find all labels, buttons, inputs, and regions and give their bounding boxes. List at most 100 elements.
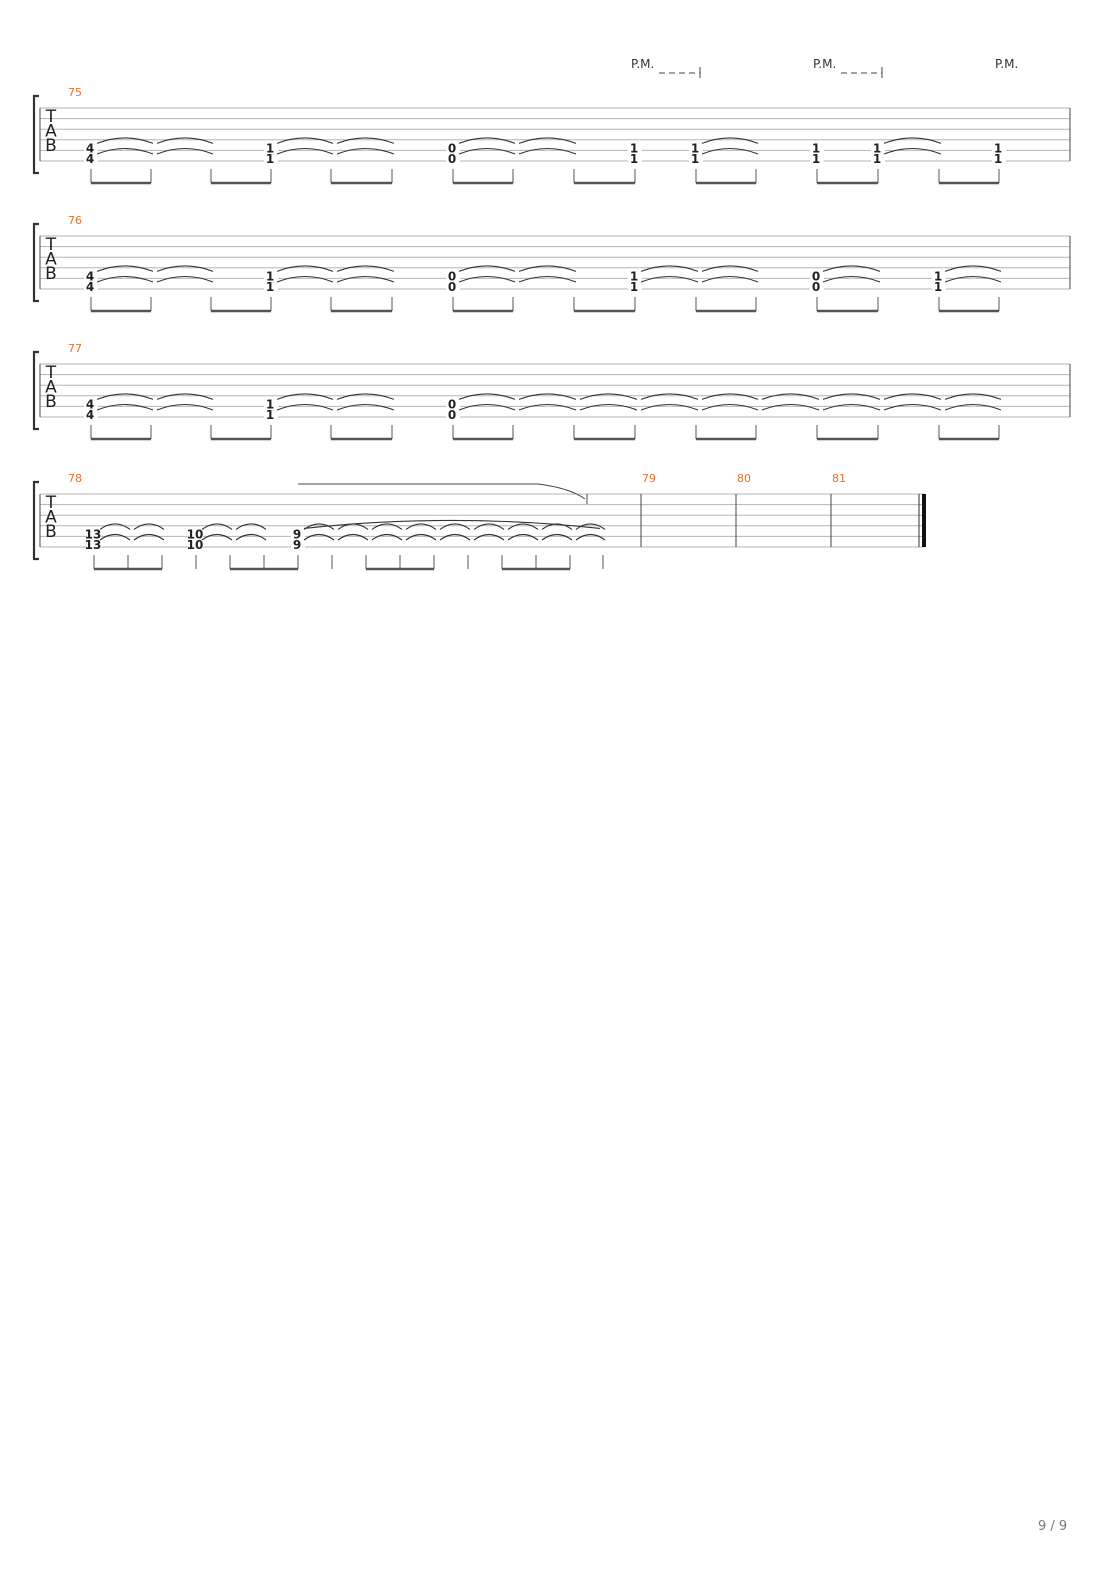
tie-arc [822, 403, 881, 411]
tie-arc [201, 523, 233, 530]
vibrato-line [298, 483, 586, 500]
tie-arc [518, 265, 577, 272]
fret-number: 4 [86, 269, 94, 283]
tie-arc [541, 533, 573, 541]
tie-arc [944, 275, 1002, 283]
fret-mask [871, 142, 885, 154]
tie-arc [761, 403, 820, 411]
fret-mask [446, 270, 460, 282]
tie-arc [276, 403, 334, 411]
fret-mask [189, 539, 203, 550]
tie-arc [96, 137, 154, 144]
tab-clef-letter: B [45, 264, 57, 284]
fret-number: 1 [873, 141, 881, 155]
tab-clef-letter: A [45, 122, 57, 142]
fret-mask [264, 142, 278, 154]
fret-mask [689, 153, 703, 164]
fret-mask [291, 528, 305, 540]
tie-arc [303, 519, 601, 529]
fret-mask [264, 153, 278, 164]
measure-number: 76 [68, 214, 82, 227]
tie-arc [156, 265, 214, 272]
tie-arc [822, 275, 881, 283]
fret-mask [446, 153, 460, 164]
palm-mute-label: P.M. [813, 57, 836, 71]
fret-number: 1 [812, 141, 820, 155]
tie-arc [640, 265, 699, 272]
tie-arc [473, 523, 505, 530]
measure-number: 79 [642, 472, 656, 485]
tie-arc [235, 533, 267, 541]
fret-mask [84, 153, 98, 164]
tie-arc [276, 275, 334, 283]
tie-arc [371, 523, 403, 530]
fret-number: 1 [266, 141, 274, 155]
tie-arc [458, 147, 516, 155]
tie-arc [701, 147, 759, 155]
tie-arc [336, 147, 395, 155]
tie-arc [458, 393, 516, 400]
fret-mask [992, 142, 1006, 154]
tab-clef-letter: B [45, 522, 57, 542]
fret-mask [446, 142, 460, 154]
fret-number: 1 [630, 280, 638, 294]
tie-arc [518, 275, 577, 283]
tab-clef-letter: T [45, 107, 57, 127]
fret-number: 1 [630, 269, 638, 283]
system-bracket [32, 480, 39, 561]
tie-arc [156, 137, 214, 144]
system-bracket [32, 350, 39, 431]
fret-number: 1 [934, 280, 942, 294]
fret-number: 0 [812, 280, 820, 294]
tie-arc [235, 523, 267, 530]
fret-number: 10 [187, 538, 204, 552]
measure-number: 80 [737, 472, 751, 485]
fret-number: 1 [934, 269, 942, 283]
tie-arc [133, 533, 165, 541]
fret-mask [810, 142, 824, 154]
fret-number: 1 [691, 152, 699, 166]
fret-mask [628, 142, 642, 154]
fret-number: 1 [873, 152, 881, 166]
fret-mask [871, 153, 885, 164]
fret-mask [446, 398, 460, 410]
tie-arc [640, 275, 699, 283]
tab-clef-letter: A [45, 378, 57, 398]
tie-arc [458, 275, 516, 283]
fret-mask [446, 409, 460, 420]
tie-arc [701, 403, 759, 411]
tie-arc [518, 137, 577, 144]
tie-arc [99, 523, 131, 530]
fret-number: 1 [691, 141, 699, 155]
tie-arc [371, 533, 403, 541]
tab-clef-letter: T [45, 493, 57, 513]
tie-arc [405, 533, 437, 541]
fret-number: 0 [448, 397, 456, 411]
tie-arc [439, 523, 471, 530]
tab-clef-letter: A [45, 508, 57, 528]
fret-mask [84, 281, 98, 292]
tie-arc [96, 265, 154, 272]
fret-number: 4 [86, 397, 94, 411]
fret-mask [84, 398, 98, 410]
fret-number: 13 [85, 538, 102, 552]
tie-arc [303, 533, 335, 541]
tie-arc [701, 275, 759, 283]
tie-arc [276, 147, 334, 155]
fret-mask [264, 398, 278, 410]
fret-mask [810, 270, 824, 282]
tie-arc [507, 523, 539, 530]
fret-number: 9 [293, 527, 301, 541]
tie-arc [96, 393, 154, 400]
system-bracket [32, 94, 39, 175]
tie-arc [458, 403, 516, 411]
tie-arc [640, 403, 699, 411]
fret-number: 0 [448, 141, 456, 155]
fret-mask [689, 142, 703, 154]
tie-arc [336, 275, 395, 283]
tab-clef-letter: T [45, 363, 57, 383]
fret-mask [628, 270, 642, 282]
fret-mask [446, 281, 460, 292]
fret-number: 0 [448, 408, 456, 422]
